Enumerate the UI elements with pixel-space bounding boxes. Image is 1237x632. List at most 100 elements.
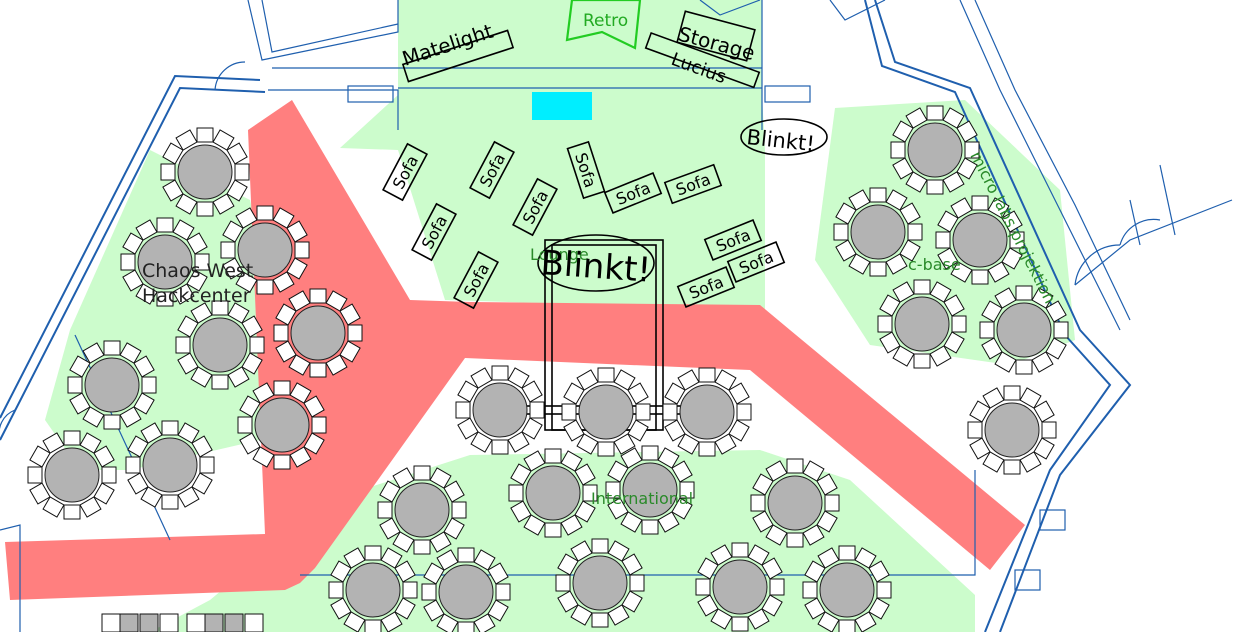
chair [982, 387, 1005, 409]
chair [235, 207, 258, 229]
chair [848, 189, 871, 211]
chair [1041, 421, 1057, 439]
chair [574, 500, 596, 523]
chair [222, 257, 244, 280]
chair [457, 547, 475, 563]
lucius-box [644, 31, 761, 89]
chair [523, 514, 546, 536]
chair [677, 369, 700, 391]
chair [950, 261, 973, 283]
chair [529, 401, 545, 419]
chair [127, 472, 149, 495]
chair [786, 532, 804, 548]
chair [664, 382, 686, 405]
chair [311, 416, 327, 434]
table-top [290, 305, 346, 361]
chair [252, 382, 275, 404]
chair [140, 422, 163, 444]
chair [913, 279, 931, 295]
chair [987, 197, 1010, 219]
chair [172, 219, 195, 241]
chair [487, 599, 509, 622]
chair [671, 497, 693, 520]
chair [175, 193, 198, 215]
chair [765, 460, 788, 482]
chair [664, 419, 686, 442]
chair [544, 522, 562, 538]
chair [956, 120, 978, 143]
chair [942, 171, 965, 193]
chair [289, 382, 312, 404]
hackcenter-label-line1: Chaos West [142, 260, 253, 282]
chair [272, 271, 295, 293]
chair [286, 257, 308, 280]
chair [235, 271, 258, 293]
table-top [578, 384, 634, 440]
round-table [802, 545, 892, 632]
chair [769, 578, 785, 596]
chair [177, 486, 200, 508]
chair [879, 294, 901, 317]
chair [926, 105, 944, 121]
chair [937, 247, 959, 270]
chair [325, 290, 348, 312]
table-top [850, 204, 906, 260]
chair [714, 369, 737, 391]
round-tables [27, 105, 1069, 632]
chair [457, 417, 479, 440]
chair [613, 369, 636, 391]
chair [876, 581, 892, 599]
chair [1033, 437, 1055, 460]
round-table [662, 367, 752, 457]
chair [802, 581, 818, 599]
chair [854, 611, 877, 632]
chair [156, 291, 174, 307]
round-table [421, 547, 511, 632]
chair [698, 441, 716, 457]
chair [833, 223, 849, 241]
chair [379, 517, 401, 540]
chair [325, 354, 348, 376]
chair [560, 514, 583, 536]
chair [339, 303, 361, 326]
chair [135, 219, 158, 241]
round-table [890, 105, 980, 195]
chair [234, 163, 250, 181]
chair [838, 619, 856, 632]
chair [227, 366, 250, 388]
chair [607, 497, 629, 520]
chair [697, 594, 719, 617]
chair [227, 302, 250, 324]
table-top [192, 317, 248, 373]
chair [275, 340, 297, 363]
chair [627, 419, 649, 442]
chair [239, 395, 261, 418]
chair [222, 220, 244, 243]
chair [905, 171, 928, 193]
round-table [273, 288, 363, 378]
chair [212, 129, 235, 151]
chair [273, 380, 291, 396]
chair [429, 467, 452, 489]
round-table [125, 420, 215, 510]
chair [286, 220, 308, 243]
chair [929, 281, 952, 303]
retro-label: Retro [583, 11, 628, 31]
table-top [44, 447, 100, 503]
chair [423, 599, 445, 622]
chair [956, 157, 978, 180]
round-table [979, 285, 1069, 375]
chair [470, 431, 493, 453]
chair [510, 500, 532, 523]
chair [510, 463, 532, 486]
chair [288, 354, 311, 376]
chair [557, 590, 579, 613]
chair [728, 419, 750, 442]
chair [63, 504, 81, 520]
chair [402, 581, 418, 599]
chair [747, 608, 770, 630]
chair [869, 261, 887, 277]
screen [532, 92, 592, 120]
table-top [237, 222, 293, 278]
chair [951, 315, 967, 333]
